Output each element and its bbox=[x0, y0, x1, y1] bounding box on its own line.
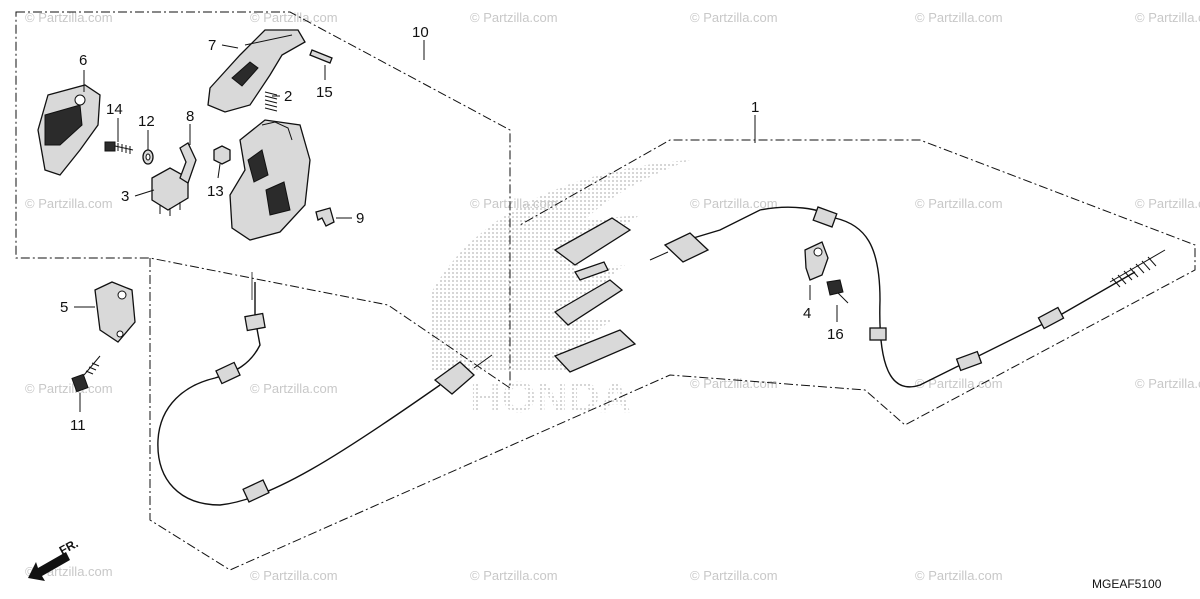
watermark: © Partzilla.com bbox=[915, 376, 1003, 391]
part-bracket bbox=[94, 281, 136, 343]
honda-wing-logo: HONDA bbox=[430, 160, 690, 422]
group-outline-lever-assembly bbox=[15, 11, 511, 389]
part-pin bbox=[309, 49, 333, 64]
part-housing-cover bbox=[37, 84, 101, 176]
watermark: © Partzilla.com bbox=[470, 196, 558, 211]
part-spring bbox=[264, 91, 278, 112]
watermark: © Partzilla.com bbox=[250, 568, 338, 583]
callout-12: 12 bbox=[138, 113, 155, 130]
part-bolt-16 bbox=[826, 279, 849, 304]
watermark: © Partzilla.com bbox=[690, 376, 778, 391]
callout-3: 3 bbox=[121, 188, 129, 205]
callout-16: 16 bbox=[827, 326, 844, 343]
part-washer-12 bbox=[142, 149, 154, 165]
callout-10: 10 bbox=[412, 24, 429, 41]
watermark: © Partzilla.com bbox=[1135, 376, 1200, 391]
watermark: © Partzilla.com bbox=[915, 568, 1003, 583]
part-cable-clamp bbox=[804, 241, 829, 281]
callout-7: 7 bbox=[208, 37, 216, 54]
part-nut bbox=[213, 145, 231, 165]
callout-9: 9 bbox=[356, 210, 364, 227]
callout-8: 8 bbox=[186, 108, 194, 125]
watermark: © Partzilla.com bbox=[690, 196, 778, 211]
part-bolt-11 bbox=[71, 355, 101, 393]
watermark: © Partzilla.com bbox=[25, 381, 113, 396]
watermark: © Partzilla.com bbox=[25, 10, 113, 25]
diagram-code: MGEAF5100 bbox=[1092, 577, 1162, 591]
callout-6: 6 bbox=[79, 52, 87, 69]
watermarks: © Partzilla.com © Partzilla.com © Partzi… bbox=[25, 10, 1200, 583]
direction-label: FR. bbox=[57, 536, 81, 557]
watermark: © Partzilla.com bbox=[690, 568, 778, 583]
callout-15: 15 bbox=[316, 84, 333, 101]
watermark: © Partzilla.com bbox=[250, 10, 338, 25]
watermark: © Partzilla.com bbox=[915, 10, 1003, 25]
watermark: © Partzilla.com bbox=[1135, 196, 1200, 211]
callout-labels: 1 2 3 4 5 6 7 8 9 10 11 12 13 14 15 16 bbox=[60, 24, 844, 434]
watermark: © Partzilla.com bbox=[250, 381, 338, 396]
front-arrow-icon bbox=[28, 552, 70, 581]
callout-11: 11 bbox=[70, 417, 86, 434]
watermark: © Partzilla.com bbox=[470, 568, 558, 583]
watermark: © Partzilla.com bbox=[690, 10, 778, 25]
watermark: © Partzilla.com bbox=[1135, 10, 1200, 25]
callout-14: 14 bbox=[106, 101, 123, 118]
watermark: © Partzilla.com bbox=[470, 10, 558, 25]
callout-4: 4 bbox=[803, 305, 811, 322]
part-clip bbox=[315, 207, 335, 227]
group-outline-cable-assembly bbox=[149, 139, 1196, 571]
callout-1: 1 bbox=[751, 99, 759, 116]
watermark: © Partzilla.com bbox=[25, 196, 113, 211]
part-lever-housing bbox=[229, 119, 311, 241]
part-switch bbox=[151, 167, 189, 216]
callout-13: 13 bbox=[207, 183, 224, 200]
honda-logo-text: HONDA bbox=[470, 373, 631, 422]
leader-lines bbox=[74, 40, 838, 412]
part-parking-brake-cable bbox=[157, 206, 1166, 506]
watermark: © Partzilla.com bbox=[915, 196, 1003, 211]
callout-5: 5 bbox=[60, 299, 68, 316]
part-lever bbox=[207, 29, 306, 113]
part-spring-plate bbox=[179, 142, 197, 184]
callout-2: 2 bbox=[284, 88, 292, 105]
part-screw-14 bbox=[104, 141, 134, 154]
